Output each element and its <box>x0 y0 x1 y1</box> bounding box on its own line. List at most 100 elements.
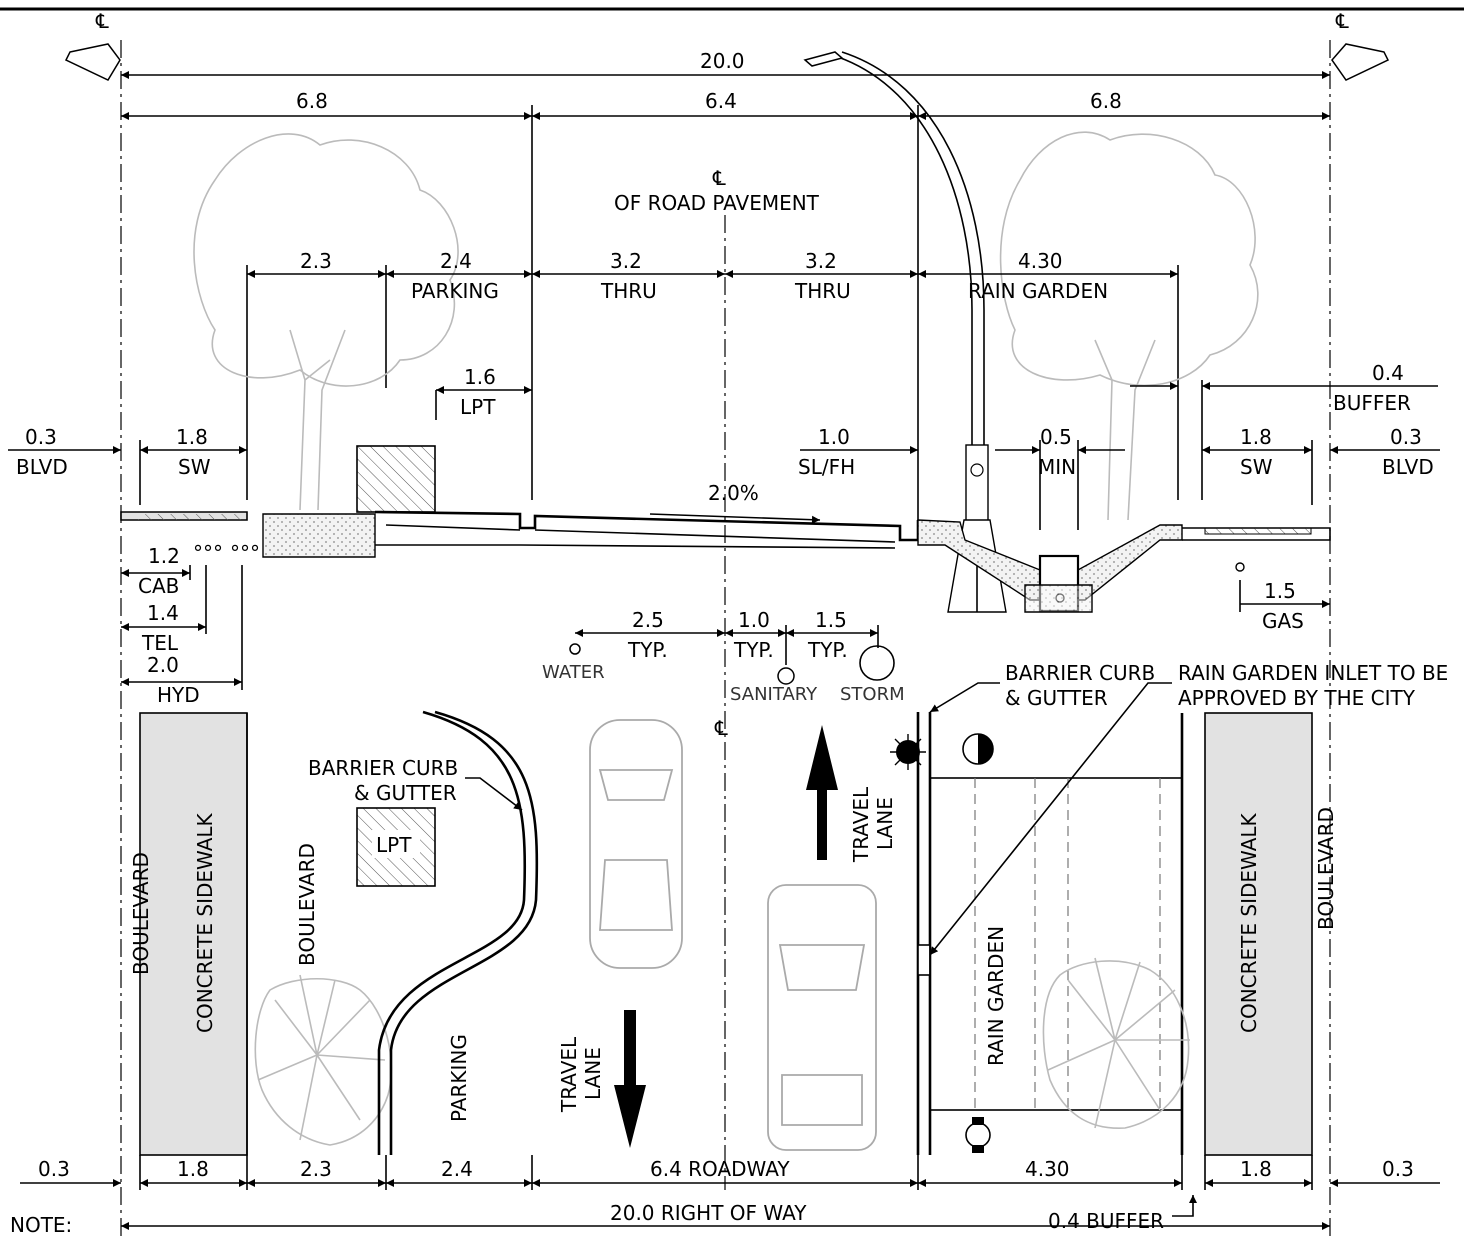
sanitary-typ-value: 1.0 <box>738 608 770 632</box>
sidewalk-left-label: CONCRETE SIDEWALK <box>193 812 217 1033</box>
light-plan-icon <box>890 733 994 770</box>
rain-inlet-note-line2: APPROVED BY THE CITY <box>1178 686 1416 710</box>
boulevard-inner-label: BOULEVARD <box>295 843 319 966</box>
width-parking-value: 2.4 <box>440 249 472 273</box>
right-of-way-label: 20.0 RIGHT OF WAY <box>610 1201 807 1225</box>
boulevard-left-label: BOULEVARD <box>129 852 153 975</box>
pl-symbol-left: ℄ <box>95 9 109 33</box>
sw-left-label: SW <box>178 455 211 479</box>
util-tel-label: TEL <box>141 631 179 655</box>
property-line-left: ℄ <box>64 9 122 1237</box>
gas-label: GAS <box>1262 609 1304 633</box>
pl-symbol-right: ℄ <box>1335 9 1349 33</box>
tree-right-plan <box>1042 957 1190 1129</box>
sanitary-pipe-icon <box>777 667 795 685</box>
sw-right-value: 1.8 <box>1240 425 1272 449</box>
sidewalk-right-plan <box>1204 712 1313 1156</box>
min-value: 0.5 <box>1040 425 1072 449</box>
bottom-dim-roadway: 6.4 ROADWAY <box>650 1157 790 1181</box>
barrier-curb-right-plan <box>916 712 932 1155</box>
car-right-plan <box>767 884 877 1151</box>
min-label: MIN <box>1038 455 1076 479</box>
blvd-left-value: 0.3 <box>25 425 57 449</box>
zone-right-label: 6.8 <box>1090 89 1122 113</box>
storm-typ-value: 1.5 <box>815 608 847 632</box>
buffer-callout: 0.4 BUFFER <box>1048 1209 1164 1233</box>
width-rain-garden-label: RAIN GARDEN <box>968 279 1108 303</box>
water-pipe-icon <box>569 643 581 655</box>
sanitary-label: SANITARY <box>730 684 818 705</box>
blvd-right-label: BLVD <box>1382 455 1434 479</box>
buffer-dim-label: BUFFER <box>1333 391 1411 415</box>
centerline-text: OF ROAD PAVEMENT <box>614 191 820 215</box>
util-hyd-label: HYD <box>157 683 200 707</box>
barrier-curb-right-line1: BARRIER CURB <box>1005 661 1155 685</box>
width-parking-label: PARKING <box>411 279 499 303</box>
barrier-curb-left-line2: & GUTTER <box>354 781 457 805</box>
util-tel-dots: °°° <box>230 541 260 565</box>
water-label: WATER <box>542 662 605 683</box>
tree-left-plan <box>254 974 393 1146</box>
lpt-dim-label: LPT <box>460 395 496 419</box>
zone-center-label: 6.4 <box>705 89 737 113</box>
centerline-plan-symbol: ℄ <box>714 716 728 740</box>
lpt-dim-value: 1.6 <box>464 365 496 389</box>
util-cab-dots: °°° <box>193 541 223 565</box>
tree-left-section <box>193 133 459 511</box>
travel-lane-up-line1: TRAVEL <box>849 786 873 863</box>
parking-label: PARKING <box>447 1034 471 1122</box>
hydrant-plan-icon <box>965 1117 991 1153</box>
road-profile <box>120 510 1331 613</box>
travel-arrow-down-icon <box>614 1010 646 1148</box>
sw-left-value: 1.8 <box>176 425 208 449</box>
travel-arrow-up-icon <box>806 725 838 860</box>
util-cab-label: CAB <box>138 574 179 598</box>
util-cab-value: 1.2 <box>148 544 180 568</box>
sw-right-label: SW <box>1240 455 1273 479</box>
sidewalk-right-label: CONCRETE SIDEWALK <box>1237 812 1261 1033</box>
total-width-label: 20.0 <box>700 49 745 73</box>
centerline-symbol: ℄ <box>712 166 726 190</box>
tree-right-section <box>999 131 1259 521</box>
property-line-right: ℄ <box>1329 9 1390 1237</box>
travel-lane-down-line1: TRAVEL <box>557 1036 581 1113</box>
travel-lane-up-line2: LANE <box>873 797 897 850</box>
bottom-dim-sw-right: 1.8 <box>1240 1157 1272 1181</box>
barrier-curb-left-line1: BARRIER CURB <box>308 756 458 780</box>
blvd-right-value: 0.3 <box>1390 425 1422 449</box>
buffer-dim-value: 0.4 <box>1372 361 1404 385</box>
gas-value: 1.5 <box>1264 579 1296 603</box>
storm-typ-label: TYP. <box>807 638 848 662</box>
lpt-box-label: LPT <box>376 833 412 857</box>
bottom-dim-blvd-right: 0.3 <box>1382 1157 1414 1181</box>
barrier-curb-right-line2: & GUTTER <box>1005 686 1108 710</box>
cross-slope-label: 2.0% <box>708 481 759 505</box>
util-hyd-value: 2.0 <box>147 653 179 677</box>
bottom-dim-blvd-left: 0.3 <box>38 1157 70 1181</box>
zone-left-label: 6.8 <box>296 89 328 113</box>
boulevard-right-label: BOULEVARD <box>1314 807 1338 930</box>
blvd-left-label: BLVD <box>16 455 68 479</box>
bottom-dim-parking: 2.4 <box>441 1157 473 1181</box>
street-light <box>803 51 1007 613</box>
slfh-value: 1.0 <box>818 425 850 449</box>
bottom-dim-rain-garden: 4.30 <box>1025 1157 1070 1181</box>
width-thru-left-label: THRU <box>600 279 657 303</box>
barrier-curb-left-plan <box>377 710 539 1155</box>
slfh-label: SL/FH <box>798 455 855 479</box>
rain-garden-plan-label: RAIN GARDEN <box>984 926 1008 1066</box>
water-typ-label: TYP. <box>627 638 668 662</box>
bottom-dim-boulevard: 2.3 <box>300 1157 332 1181</box>
sanitary-typ-label: TYP. <box>733 638 774 662</box>
lpt-box-section <box>356 445 436 513</box>
width-thru-right-value: 3.2 <box>805 249 837 273</box>
sidewalk-left-plan <box>139 712 248 1156</box>
util-tel-value: 1.4 <box>147 601 179 625</box>
bottom-dim-sw-left: 1.8 <box>177 1157 209 1181</box>
storm-label: STORM <box>840 684 905 705</box>
note-label: NOTE: <box>10 1213 72 1237</box>
rain-inlet-note-line1: RAIN GARDEN INLET TO BE <box>1178 661 1448 685</box>
rain-garden-plan <box>929 777 1183 1111</box>
width-rain-garden-value: 4.30 <box>1018 249 1063 273</box>
width-thru-right-label: THRU <box>794 279 851 303</box>
